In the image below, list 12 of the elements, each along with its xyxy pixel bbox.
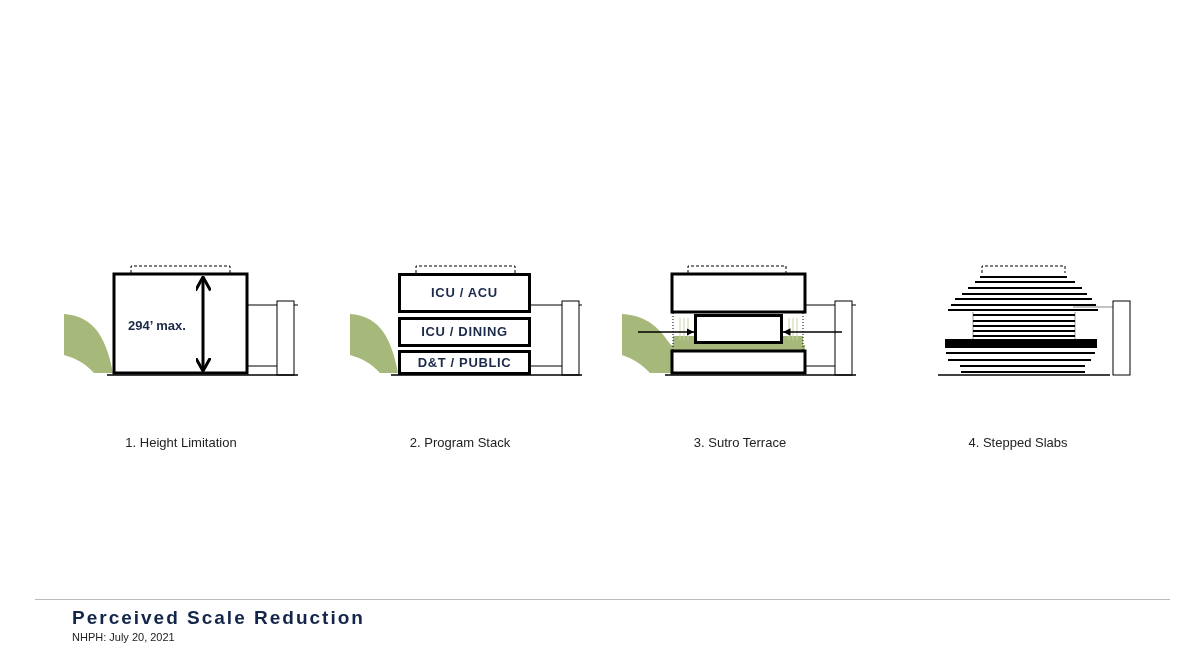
program-box: ICU / DINING [398, 317, 531, 347]
date-note: NHPH: July 20, 2021 [72, 630, 175, 645]
caption: 1. Height Limitation [125, 434, 237, 452]
program-box: D&T / PUBLIC [398, 350, 531, 375]
terrace-box [694, 314, 783, 344]
arrow [782, 328, 843, 336]
arrow [637, 328, 695, 336]
slide-title: Perceived Scale Reduction [72, 606, 365, 630]
program-box: ICU / ACU [398, 273, 531, 313]
caption: 2. Program Stack [409, 434, 511, 452]
caption: 3. Sutro Terrace [693, 434, 787, 452]
caption: 4. Stepped Slabs [968, 434, 1068, 452]
